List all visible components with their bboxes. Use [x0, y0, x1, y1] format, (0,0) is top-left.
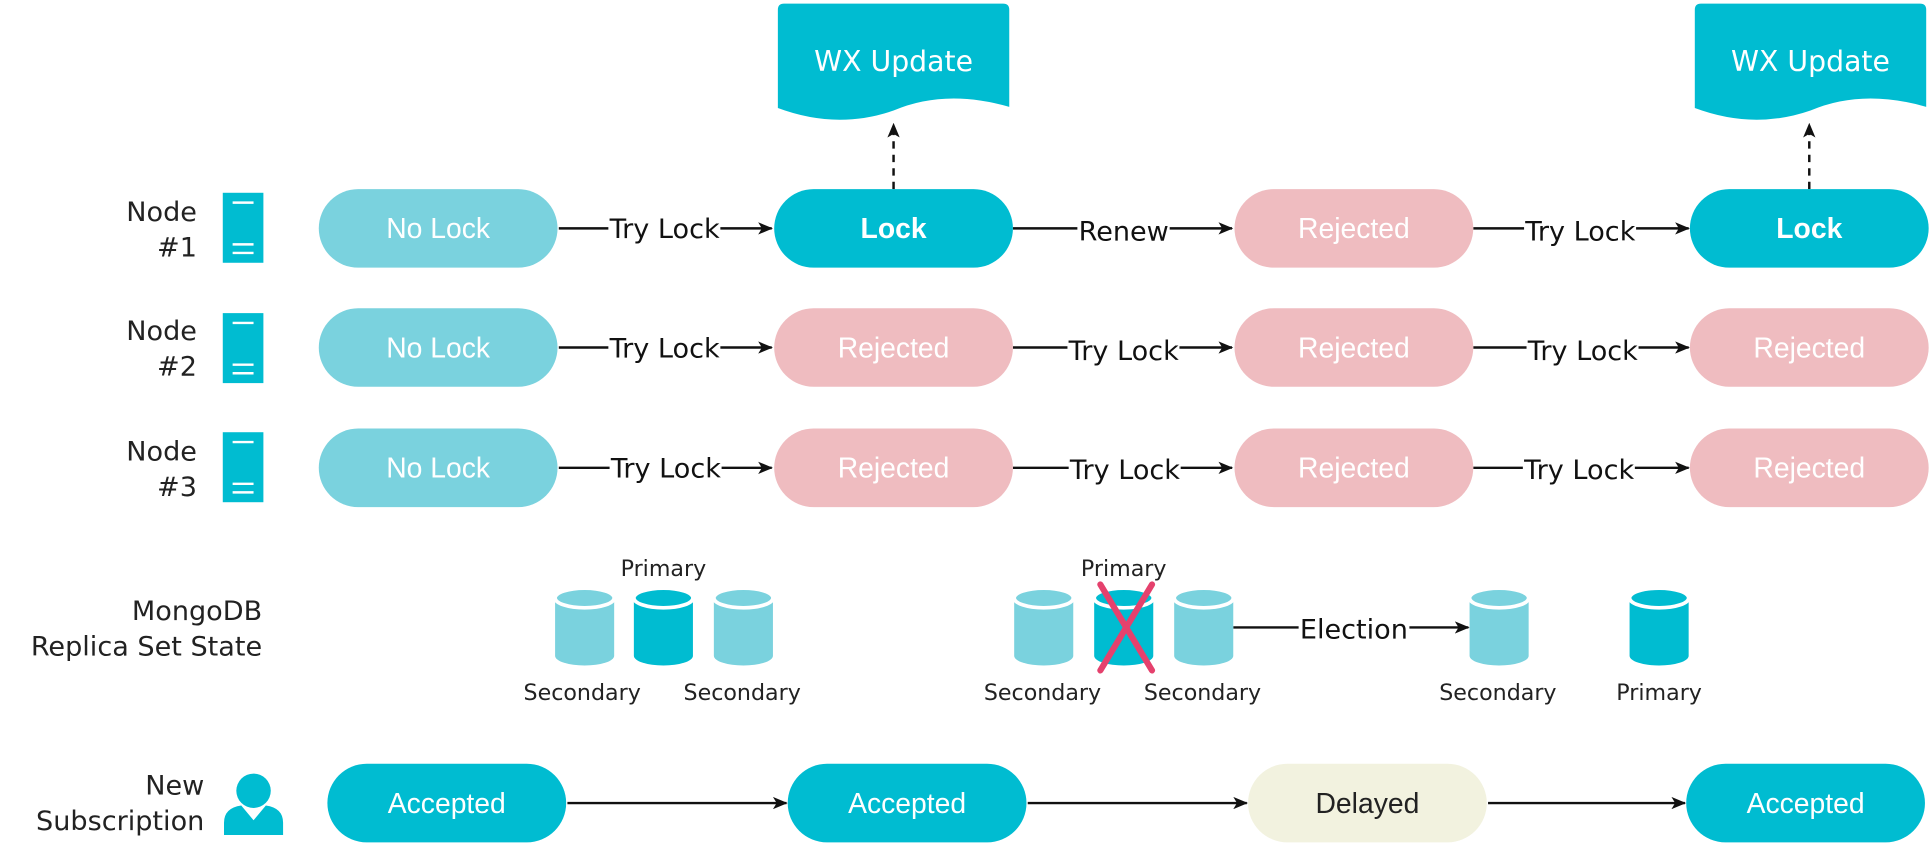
edge-label: Try Lock: [609, 454, 723, 487]
state-no-lock: No Lock: [318, 428, 558, 508]
state-lock: Lock: [774, 189, 1013, 268]
new-subscription-label: New Subscription: [36, 771, 205, 838]
node-3-label: Node #3: [126, 437, 197, 504]
database-icon: [632, 586, 695, 666]
edge-label: Try Lock: [608, 214, 721, 247]
primary-label: Primary: [1616, 680, 1702, 707]
replica-set-label: MongoDB Replica Set State: [30, 596, 263, 664]
secondary-label: Secondary: [1143, 680, 1262, 707]
database-icon: [1627, 586, 1691, 666]
state-no-lock: No Lock: [318, 189, 558, 268]
state-rejected: Rejected: [1689, 308, 1929, 387]
node-2-label: Node #2: [126, 316, 197, 384]
state-rejected: Rejected: [774, 308, 1013, 387]
node-1-label: Node #1: [126, 197, 197, 264]
state-rejected: Rejected: [1689, 428, 1929, 508]
state-lock: Lock: [1689, 189, 1929, 268]
secondary-label: Secondary: [523, 680, 641, 707]
state-rejected: Rejected: [1234, 189, 1474, 268]
database-icon: [1012, 586, 1076, 666]
cross-icon: [1097, 581, 1156, 674]
wx-update-label: WX Update: [814, 46, 974, 79]
edge-label: Try Lock: [1067, 336, 1180, 369]
state-accepted: Accepted: [327, 763, 567, 843]
state-accepted: Accepted: [1686, 763, 1925, 843]
database-icon: [1172, 586, 1236, 666]
state-rejected: Rejected: [1234, 308, 1474, 387]
row-arrows: [558, 222, 1690, 810]
wx-update-document-2: [1694, 3, 1927, 120]
server-icon: [222, 192, 264, 263]
server-icon: [222, 313, 264, 384]
primary-label: Primary: [620, 556, 707, 583]
state-accepted: Accepted: [787, 763, 1027, 843]
primary-label: Primary: [1080, 556, 1167, 583]
state-delayed: Delayed: [1248, 763, 1487, 843]
election-label: Election: [1298, 615, 1410, 648]
secondary-label: Secondary: [983, 680, 1102, 707]
state-no-lock: No Lock: [318, 308, 558, 387]
database-icon: [712, 586, 775, 666]
edge-label: Try Lock: [608, 333, 721, 366]
database-icon: [1467, 586, 1531, 666]
database-icon: [553, 586, 617, 666]
secondary-label: Secondary: [1439, 680, 1557, 707]
state-rejected: Rejected: [774, 428, 1013, 508]
edge-label: Renew: [1077, 217, 1171, 250]
user-icon: [224, 773, 284, 835]
edge-label: Try Lock: [1068, 455, 1182, 488]
server-icon: [222, 432, 264, 503]
wx-update-document-1: [777, 3, 1010, 120]
edge-label: Try Lock: [1522, 455, 1636, 488]
edge-label: Try Lock: [1524, 217, 1637, 250]
secondary-label: Secondary: [683, 680, 801, 707]
edge-label: Try Lock: [1526, 336, 1640, 369]
state-rejected: Rejected: [1234, 428, 1474, 508]
wx-update-label: WX Update: [1731, 46, 1890, 79]
